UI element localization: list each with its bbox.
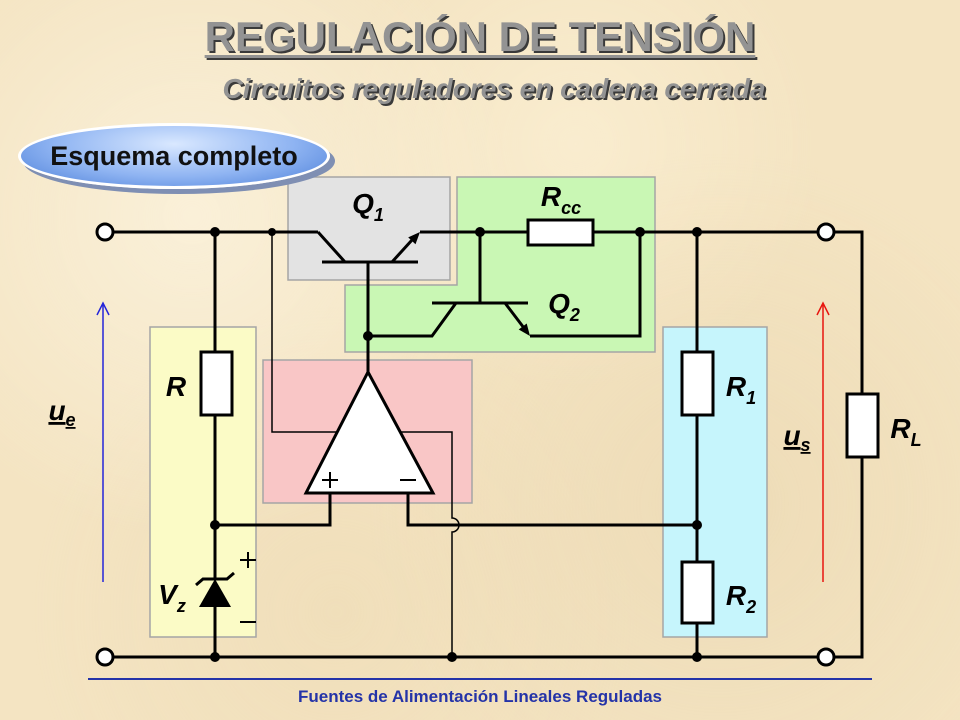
ue-label-main: u xyxy=(48,395,65,426)
resistor-rcc xyxy=(526,218,595,247)
slide-subtitle: Circuitos reguladores en cadena cerrada xyxy=(222,73,766,104)
junction-dot xyxy=(475,227,485,237)
q2-label: Q2 xyxy=(548,288,580,325)
input-terminal-top xyxy=(95,222,115,242)
zener-diode-bar xyxy=(195,571,235,587)
q2-emitter-arrow xyxy=(518,323,530,336)
sampling-highlight-box xyxy=(662,326,768,638)
vz-label-main: V xyxy=(158,579,179,610)
opamp-plus-sign xyxy=(322,472,338,488)
q2-emitter xyxy=(503,302,526,329)
opamp-minus-input-wire xyxy=(406,493,697,527)
rcc-label-sub: cc xyxy=(561,198,581,218)
output-terminal-top xyxy=(816,222,836,242)
rl-label-sub: L xyxy=(911,430,922,450)
junction-dot xyxy=(210,652,220,662)
slide-title: REGULACIÓN DE TENSIÓN xyxy=(204,13,756,60)
q1-emitter-arrow xyxy=(408,232,420,245)
zener-diode-triangle xyxy=(199,579,231,607)
vz-label-sub: z xyxy=(176,596,186,616)
vz-label: Vz xyxy=(158,579,186,616)
q2-label-main: Q xyxy=(548,288,570,319)
junction-dot xyxy=(635,227,645,237)
junction-dot xyxy=(692,227,702,237)
section-badge-label: Esquema completo xyxy=(50,140,298,171)
junction-dot xyxy=(447,652,457,662)
r2-label-sub: 2 xyxy=(745,597,756,617)
resistor-r1 xyxy=(680,350,715,417)
junction-dot xyxy=(692,652,702,662)
resistor-r xyxy=(199,350,234,417)
r2-label-main: R xyxy=(726,580,747,611)
q1-label: Q1 xyxy=(352,188,384,225)
junction-dot xyxy=(268,228,276,236)
input-voltage-arrow xyxy=(96,301,110,582)
q2-label-sub: 2 xyxy=(569,305,580,325)
us-label-main: u xyxy=(783,420,800,451)
us-label: us xyxy=(783,420,810,455)
opamp-triangle xyxy=(303,368,436,495)
ue-label-sub: e xyxy=(66,410,76,430)
wire-load-to-bottom xyxy=(834,457,864,659)
zener-plus-sign xyxy=(240,552,256,568)
rl-label: RL xyxy=(890,413,921,450)
footer-divider xyxy=(88,678,872,680)
q1-label-main: Q xyxy=(352,188,374,219)
output-terminal-bottom xyxy=(816,647,836,667)
r1-label-sub: 1 xyxy=(746,388,756,408)
rl-label-main: R xyxy=(890,413,911,444)
r1-label-main: R xyxy=(726,371,747,402)
footer-text: Fuentes de Alimentación Lineales Regulad… xyxy=(297,687,663,706)
ue-label: ue xyxy=(48,395,75,430)
input-terminal-bottom xyxy=(95,647,115,667)
wire-output-to-load-top xyxy=(834,230,864,394)
q1-label-sub: 1 xyxy=(374,205,384,225)
junction-dot xyxy=(363,331,373,341)
junction-dot xyxy=(210,227,220,237)
r1-label: R1 xyxy=(726,371,756,408)
resistor-r2 xyxy=(680,560,715,625)
r2-label: R2 xyxy=(726,580,756,617)
q2-emitter-wire xyxy=(530,232,642,338)
junction-dot xyxy=(692,520,702,530)
section-badge: Esquema completo xyxy=(18,123,330,189)
r-label-main: R xyxy=(166,371,187,402)
r-label: R xyxy=(166,371,187,402)
us-label-sub: s xyxy=(801,435,811,455)
opamp-plus-input-wire xyxy=(215,493,332,527)
q2-collector xyxy=(368,302,458,338)
rcc-label: Rcc xyxy=(541,181,581,218)
opamp-supply-wire xyxy=(271,232,460,657)
output-voltage-arrow xyxy=(816,301,830,582)
resistor-rl xyxy=(845,392,880,459)
q1-collector xyxy=(316,230,347,264)
q1-emitter xyxy=(390,238,414,264)
rcc-label-main: R xyxy=(541,181,562,212)
junction-dot xyxy=(210,520,220,530)
